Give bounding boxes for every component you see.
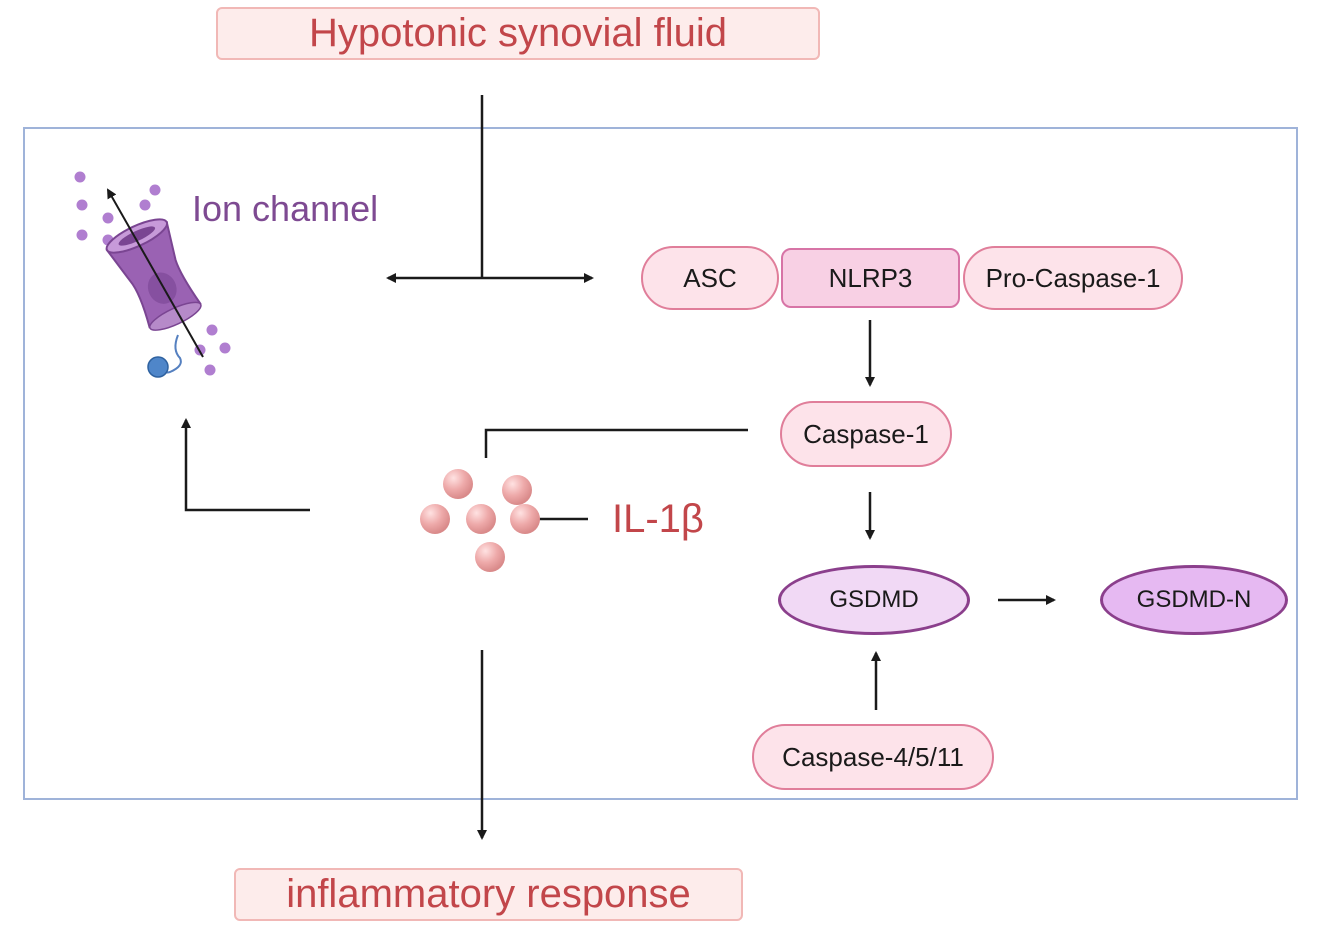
hypotonic-synovial-fluid-banner: Hypotonic synovial fluid [216,7,820,60]
il1b-label: IL-1β [612,497,704,541]
gsdmd-n-ellipse: GSDMD-N [1100,565,1288,635]
caspase-1-pill: Caspase-1 [780,401,952,467]
inflammatory-response-banner: inflammatory response [234,868,743,921]
line-caspase1-to-il1b [484,428,748,458]
gsdmd-ellipse: GSDMD [778,565,970,635]
ion-channel-label: Ion channel [192,188,379,229]
asc-pill: ASC [641,246,779,310]
cell-boundary [23,127,1298,800]
nlrp3-box: NLRP3 [781,248,960,308]
arrow-il1b-to-ion-channel [181,418,310,512]
pro-caspase-1-pill: Pro-Caspase-1 [963,246,1183,310]
caspase-4-5-11-pill: Caspase-4/5/11 [752,724,994,790]
il1b-particles-icon [420,469,540,572]
ion-channel-icon [74,171,231,378]
